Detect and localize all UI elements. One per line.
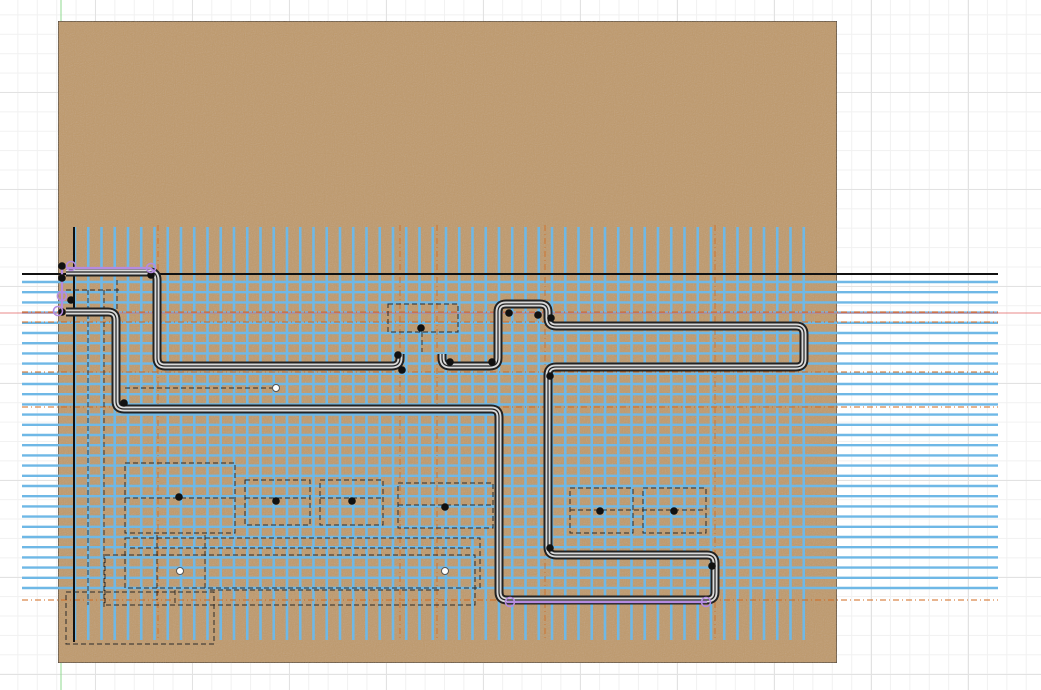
selected-vertex[interactable] (145, 262, 157, 274)
sketch-point[interactable] (505, 309, 513, 317)
sketch-point[interactable] (58, 274, 66, 282)
sketch-point[interactable] (120, 399, 128, 407)
sketch-component-outline[interactable] (397, 482, 494, 529)
sketch-component-outline[interactable] (65, 591, 215, 645)
sketch-point[interactable] (58, 262, 66, 270)
selected-vertex[interactable] (65, 260, 77, 272)
sketch-component-outline[interactable] (319, 479, 384, 526)
sketch-point[interactable] (708, 562, 716, 570)
sketch-point[interactable] (147, 271, 155, 279)
sketch-components[interactable] (65, 280, 707, 645)
toolpath-channel[interactable] (60, 265, 809, 605)
selected-vertex[interactable] (56, 290, 68, 302)
sketch-point[interactable] (272, 497, 280, 505)
sketch-point[interactable] (398, 366, 406, 374)
channel-centerline[interactable] (66, 271, 401, 367)
sketch-point[interactable] (394, 351, 402, 359)
selected-segment[interactable] (60, 265, 156, 310)
sketch-point[interactable] (670, 507, 678, 515)
sketch-component-outline[interactable] (569, 487, 634, 534)
open-sketch-point[interactable] (441, 567, 449, 575)
selected-vertex[interactable] (504, 596, 516, 608)
sketch-component-outline[interactable] (104, 554, 476, 606)
sketch-point[interactable] (546, 372, 554, 380)
sketch-points[interactable] (52, 260, 716, 608)
sketch-point[interactable] (534, 311, 542, 319)
open-sketch-point[interactable] (272, 384, 280, 392)
sketch-component-outline[interactable] (387, 303, 459, 333)
construction-guides (0, 225, 1041, 642)
sketch-component-outline[interactable] (642, 487, 707, 534)
sketch-point[interactable] (547, 314, 555, 322)
sketch-point[interactable] (596, 507, 604, 515)
sketch-point[interactable] (67, 296, 75, 304)
sketch-point[interactable] (446, 358, 454, 366)
selected-vertex[interactable] (52, 305, 64, 317)
sketch-point[interactable] (488, 358, 496, 366)
sketch-point[interactable] (546, 544, 554, 552)
sketch-point[interactable] (417, 324, 425, 332)
sketch-component-outline[interactable] (124, 537, 481, 589)
sketch-component-outline[interactable] (244, 479, 311, 526)
sketch-point[interactable] (175, 493, 183, 501)
sketch-point[interactable] (441, 503, 449, 511)
sketch-point[interactable] (348, 497, 356, 505)
open-sketch-point[interactable] (176, 567, 184, 575)
selected-vertex[interactable] (700, 596, 712, 608)
channel-centerline[interactable] (66, 303, 805, 601)
